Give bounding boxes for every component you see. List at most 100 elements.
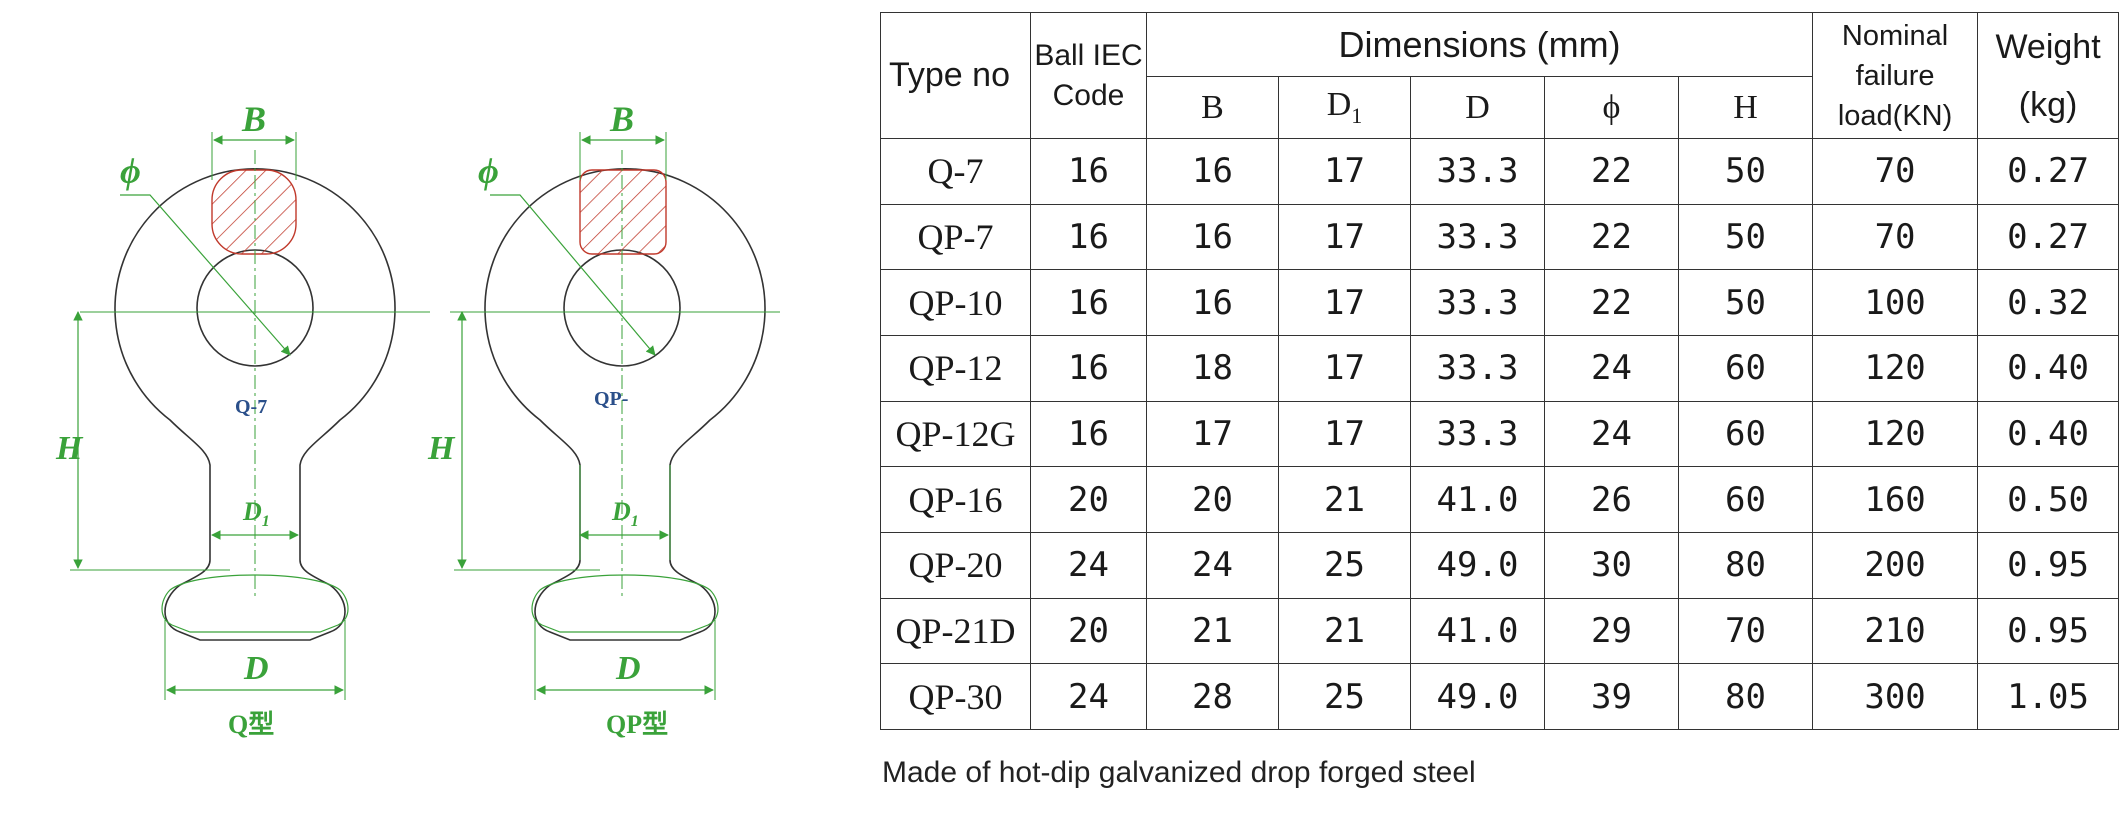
cell-weight: 0.95 bbox=[1977, 531, 2120, 599]
cell-failure-load: 160 bbox=[1812, 466, 1979, 533]
technical-drawing: B ϕ H D1 D Q-7 Q型 B ϕ H D1 D QP- QP型 bbox=[0, 0, 860, 836]
cell-d1: 25 bbox=[1278, 663, 1411, 730]
qp-pin-section bbox=[579, 169, 667, 255]
cell-failure-load: 70 bbox=[1812, 138, 1979, 205]
cell-d: 49.0 bbox=[1410, 531, 1545, 599]
header-dimensions: Dimensions (mm) bbox=[1145, 12, 1814, 77]
cell-type-no: Q-7 bbox=[880, 138, 1031, 205]
cell-failure-load: 70 bbox=[1812, 203, 1979, 271]
cell-d: 33.3 bbox=[1410, 203, 1545, 271]
cell-d1: 17 bbox=[1278, 138, 1411, 205]
cell-h: 70 bbox=[1677, 597, 1814, 665]
header-d1: D1 bbox=[1278, 76, 1411, 139]
cell-weight: 0.32 bbox=[1977, 269, 2120, 336]
cell-phi: 22 bbox=[1544, 203, 1679, 271]
cell-d: 33.3 bbox=[1410, 138, 1545, 205]
cell-failure-load: 200 bbox=[1812, 531, 1979, 599]
cell-ball-iec-code: 20 bbox=[1030, 597, 1147, 665]
cell-d: 33.3 bbox=[1410, 269, 1545, 336]
drawing-svg bbox=[70, 132, 780, 700]
header-h: H bbox=[1677, 76, 1814, 139]
cell-type-no: QP-20 bbox=[880, 531, 1031, 599]
cell-weight: 0.40 bbox=[1977, 400, 2120, 468]
cell-d1: 21 bbox=[1278, 597, 1411, 665]
cell-d1: 17 bbox=[1278, 334, 1411, 402]
qp-part-code: QP- bbox=[594, 388, 629, 410]
cell-h: 50 bbox=[1677, 203, 1814, 271]
cell-d1: 17 bbox=[1278, 203, 1411, 271]
cell-b: 17 bbox=[1146, 400, 1279, 468]
q-type-drawing bbox=[70, 132, 430, 700]
cell-b: 16 bbox=[1146, 138, 1279, 205]
cell-type-no: QP-21D bbox=[880, 597, 1031, 665]
cell-h: 50 bbox=[1677, 269, 1814, 336]
qp-caption: QP型 bbox=[606, 710, 669, 739]
q-part-code: Q-7 bbox=[235, 396, 268, 418]
cell-type-no: QP-7 bbox=[880, 203, 1031, 271]
cell-d1: 25 bbox=[1278, 531, 1411, 599]
qp-label-b: B bbox=[610, 99, 635, 139]
cell-failure-load: 210 bbox=[1812, 597, 1979, 665]
cell-b: 18 bbox=[1146, 334, 1279, 402]
qp-label-h: H bbox=[428, 430, 455, 467]
q-label-d: D bbox=[244, 650, 269, 687]
cell-ball-iec-code: 16 bbox=[1030, 138, 1147, 205]
cell-ball-iec-code: 16 bbox=[1030, 334, 1147, 402]
cell-b: 24 bbox=[1146, 531, 1279, 599]
q-label-h: H bbox=[56, 430, 83, 467]
cell-d1: 17 bbox=[1278, 400, 1411, 468]
cell-weight: 0.27 bbox=[1977, 203, 2120, 271]
q-ball-head-outline bbox=[161, 574, 349, 633]
cell-d1: 21 bbox=[1278, 466, 1411, 533]
header-type-no: Type no bbox=[880, 12, 1031, 139]
cell-d: 49.0 bbox=[1410, 663, 1545, 730]
q-label-b: B bbox=[242, 99, 267, 139]
cell-h: 60 bbox=[1677, 334, 1814, 402]
cell-b: 20 bbox=[1146, 466, 1279, 533]
cell-ball-iec-code: 24 bbox=[1030, 531, 1147, 599]
cell-phi: 26 bbox=[1544, 466, 1679, 533]
cell-failure-load: 100 bbox=[1812, 269, 1979, 336]
cell-weight: 1.05 bbox=[1977, 663, 2120, 730]
cell-phi: 30 bbox=[1544, 531, 1679, 599]
cell-type-no: QP-12G bbox=[880, 400, 1031, 468]
cell-h: 80 bbox=[1677, 531, 1814, 599]
cell-d: 41.0 bbox=[1410, 597, 1545, 665]
cell-ball-iec-code: 16 bbox=[1030, 203, 1147, 271]
cell-type-no: QP-16 bbox=[880, 466, 1031, 533]
qp-label-d1: D1 bbox=[612, 497, 639, 531]
cell-b: 16 bbox=[1146, 269, 1279, 336]
qp-label-d: D bbox=[616, 650, 641, 687]
cell-ball-iec-code: 24 bbox=[1030, 663, 1147, 730]
cell-d: 41.0 bbox=[1410, 466, 1545, 533]
header-d: D bbox=[1410, 76, 1545, 139]
cell-b: 21 bbox=[1146, 597, 1279, 665]
q-label-d1: D1 bbox=[243, 497, 270, 531]
cell-phi: 22 bbox=[1544, 138, 1679, 205]
cell-weight: 0.40 bbox=[1977, 334, 2120, 402]
cell-weight: 0.50 bbox=[1977, 466, 2120, 533]
cell-phi: 39 bbox=[1544, 663, 1679, 730]
cell-phi: 29 bbox=[1544, 597, 1679, 665]
cell-b: 16 bbox=[1146, 203, 1279, 271]
cell-d1: 17 bbox=[1278, 269, 1411, 336]
cell-h: 60 bbox=[1677, 400, 1814, 468]
cell-phi: 22 bbox=[1544, 269, 1679, 336]
cell-ball-iec-code: 16 bbox=[1030, 400, 1147, 468]
cell-type-no: QP-10 bbox=[880, 269, 1031, 336]
cell-b: 28 bbox=[1146, 663, 1279, 730]
cell-phi: 24 bbox=[1544, 400, 1679, 468]
header-weight: Weight(kg) bbox=[1977, 12, 2120, 139]
q-label-phi: ϕ bbox=[120, 151, 141, 191]
cell-ball-iec-code: 16 bbox=[1030, 269, 1147, 336]
cell-weight: 0.27 bbox=[1977, 138, 2120, 205]
